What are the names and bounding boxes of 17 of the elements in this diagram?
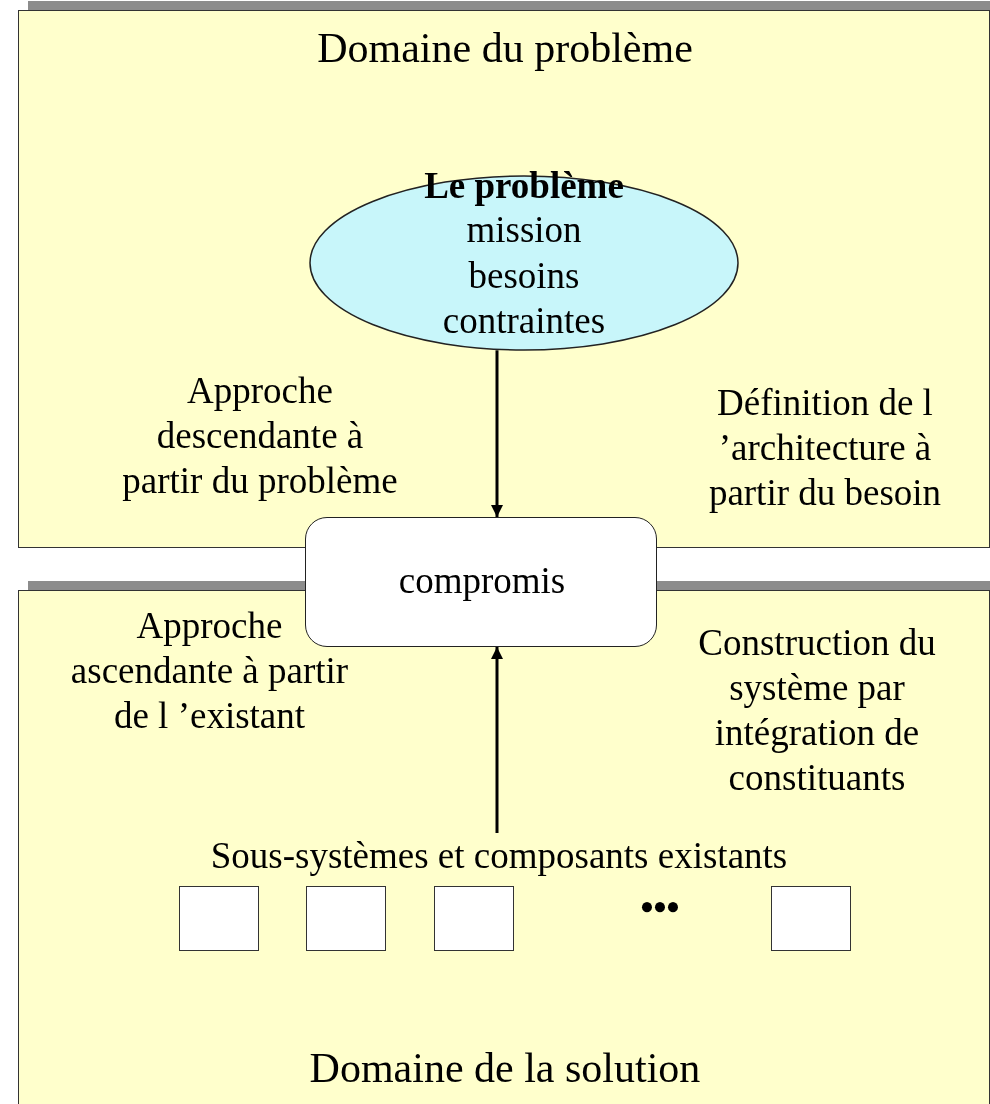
empty-box xyxy=(179,886,259,951)
empty-box xyxy=(434,886,514,951)
annotation-text: Approche descendante à partir du problème xyxy=(121,369,399,503)
empty-box xyxy=(771,886,851,951)
annotation-text: Approche ascendante à partir de l ’existant xyxy=(69,604,350,738)
node-label: compromis xyxy=(397,559,567,603)
annotation-text: Définition de l ’architecture à partir du besoin xyxy=(707,381,943,515)
ellipse-text: mission besoins contraintes xyxy=(441,208,607,344)
annotation-text: Construction du système par intégration de constituants xyxy=(697,621,937,800)
arrow xyxy=(491,350,503,517)
panel-title: Domaine de la solution xyxy=(308,1044,702,1093)
node-label: Sous-systèmes et composants existants xyxy=(209,834,789,878)
ellipsis-mark: ••• xyxy=(639,886,681,930)
empty-box xyxy=(306,886,386,951)
arrow xyxy=(491,647,503,833)
panel-title: Domaine du problème xyxy=(316,24,694,73)
process-box xyxy=(305,517,657,647)
